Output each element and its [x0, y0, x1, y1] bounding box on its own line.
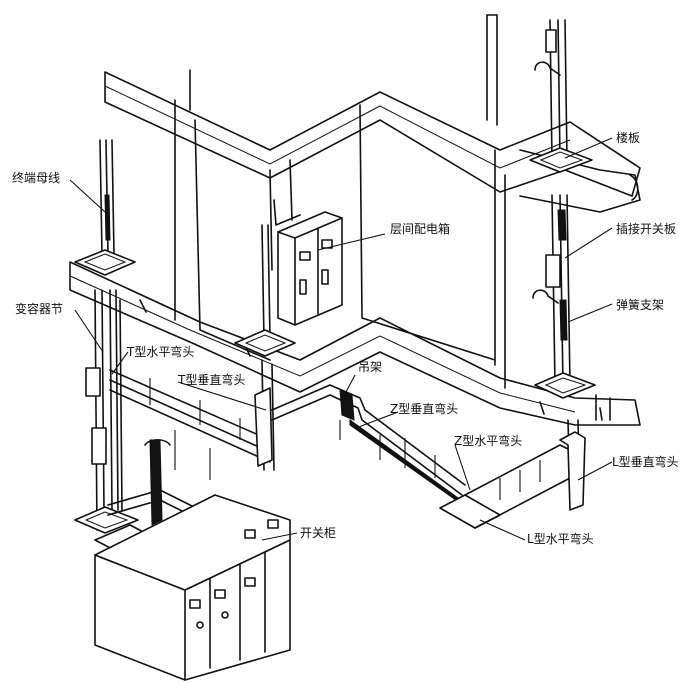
top-plug-in-box	[545, 29, 557, 53]
vertical-busbars	[99, 19, 571, 511]
label-z-vertical-elbow: Z型垂直弯头	[390, 401, 458, 416]
label-hanger: 吊架	[358, 360, 382, 374]
floor-penetration-frames	[74, 147, 596, 534]
label-l-horizontal-elbow: L型水平弯头	[527, 531, 594, 546]
back-wall-middle	[359, 104, 496, 361]
label-floor-slab: 楼板	[616, 130, 640, 145]
labels: 终端母线 楼板 层间配电箱 插接开关板 弹簧支架 变容器节 T型水平弯头 T型垂…	[12, 130, 679, 546]
label-floor-distribution-box: 层间配电箱	[390, 221, 450, 236]
label-l-vertical-elbow: L型垂直弯头	[612, 454, 679, 469]
label-switch-cabinet: 开关柜	[300, 526, 336, 540]
plug-in-switch-box	[545, 254, 561, 288]
floor-distribution-box	[277, 211, 343, 326]
label-z-horizontal-elbow: Z型水平弯头	[454, 433, 522, 448]
label-t-vertical-elbow: T型垂直弯头	[177, 372, 245, 387]
switch-cabinet	[94, 494, 291, 681]
label-plug-in-switch-box: 插接开关板	[616, 221, 676, 236]
transformer-section-box	[85, 367, 101, 397]
label-terminal-busbar: 终端母线	[12, 170, 60, 185]
leader-lines	[69, 137, 613, 541]
label-transformer-section: 变容器节	[15, 301, 63, 316]
label-spring-bracket: 弹簧支架	[616, 297, 664, 312]
label-t-horizontal-elbow: T型水平弯头	[126, 344, 194, 359]
lower-floor-slab	[69, 261, 641, 426]
transformer-section-box-2	[91, 427, 107, 465]
